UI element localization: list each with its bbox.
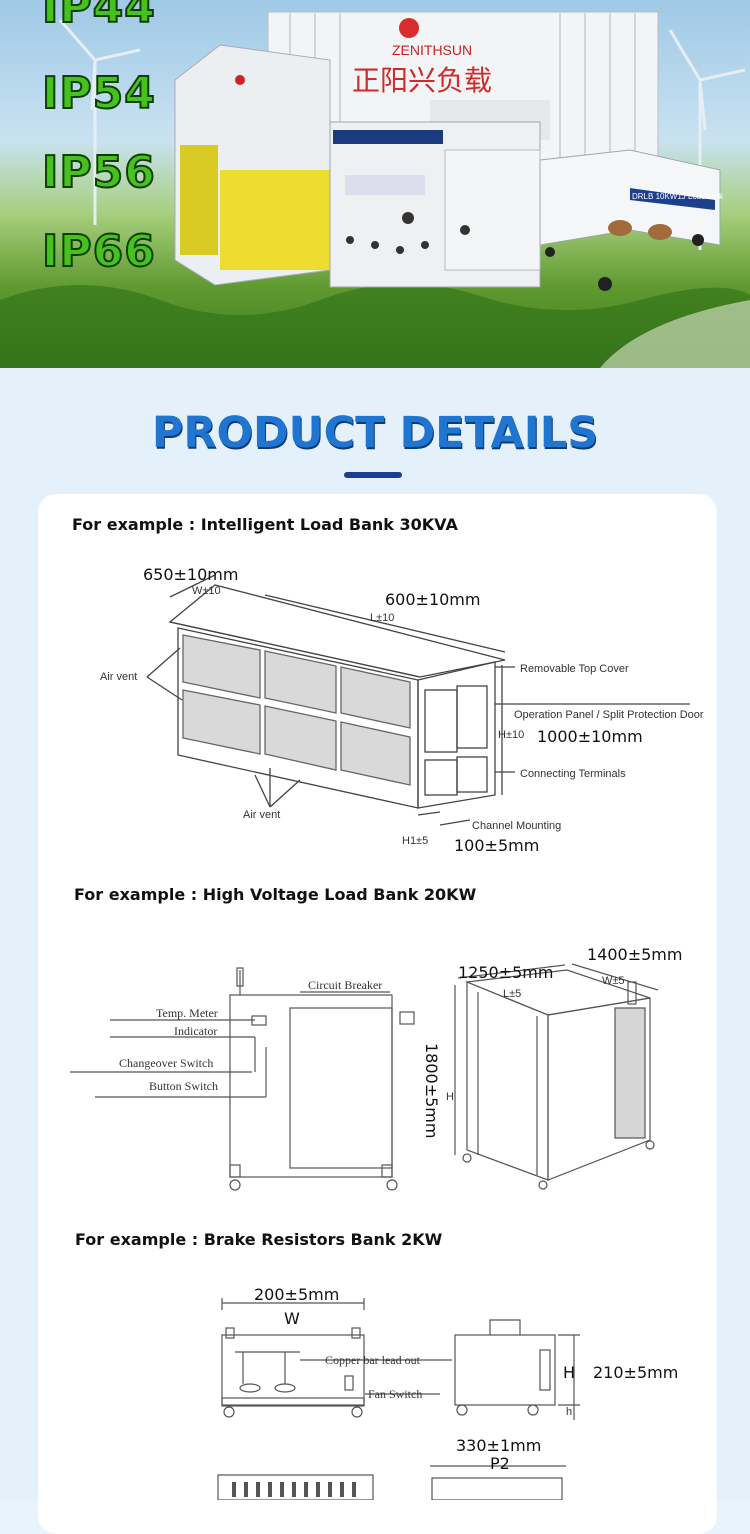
wind-turbine-icon (58, 19, 746, 250)
example-3-caption: For example : Brake Resistors Bank 2KW (75, 1230, 443, 1249)
ex3-h-small: h (566, 1406, 572, 1418)
ex2-h-tol: H (446, 1091, 454, 1103)
hero-banner: ZENITHSUN 正阳兴负载 DRLB 10KW1J Loadbank (0, 0, 750, 368)
ex2-temp-meter: Temp. Meter (156, 1006, 218, 1020)
loadbank-unit: DRLB 10KW1J Loadbank (539, 149, 724, 291)
ex2-indicator: Indicator (174, 1024, 217, 1038)
ex3-h-tol: H (563, 1363, 575, 1382)
ex1-terminals: Connecting Terminals (520, 768, 626, 780)
ex3-fan: Fan Switch (368, 1387, 422, 1401)
ex3-copper: Copper bar lead out (325, 1353, 421, 1367)
brake-resistor-bank-drawing: 200±5mm W Copper bar lead out Fan Switch… (217, 1285, 678, 1500)
yellow-cabinet-unit (174, 44, 331, 286)
example-2-caption: For example : High Voltage Load Bank 20K… (74, 885, 477, 904)
example-1-caption: For example : Intelligent Load Bank 30KV… (72, 515, 458, 534)
ex2-changeover: Changeover Switch (119, 1056, 213, 1070)
brand-cn: 正阳兴负载 (352, 65, 492, 96)
ex1-operation-panel: Operation Panel / Split Protection Door (514, 709, 704, 721)
ip-rating-1: IP44 (41, 0, 156, 33)
section-title: PRODUCT DETAILS (151, 408, 599, 458)
ex2-w-dim: 1400±5mm (587, 945, 682, 964)
ex2-w-tol: W±5 (602, 975, 625, 987)
ex1-l-dim: 600±10mm (385, 590, 480, 609)
ex3-h-dim: 210±5mm (593, 1363, 678, 1382)
ex1-h1-dim: 100±5mm (454, 836, 539, 855)
ex1-l-tol: L±10 (370, 612, 394, 624)
ex3-w-tol: W (284, 1309, 300, 1328)
ex3-p2-tol: P2 (490, 1454, 510, 1473)
load-bank-30kva-drawing: 650±10mm W±10 600±10mm L±10 H±10 1000±10… (100, 565, 704, 855)
brand-en: ZENITHSUN (392, 42, 472, 58)
ex1-top-cover: Removable Top Cover (520, 663, 629, 675)
ex1-h-tol: H±10 (498, 729, 524, 741)
title-underline (344, 472, 402, 478)
ex1-h-dim: 1000±10mm (537, 727, 643, 746)
ip-rating-3: IP56 (41, 147, 156, 198)
hero-illustration: ZENITHSUN 正阳兴负载 DRLB 10KW1J Loadbank (0, 11, 750, 368)
ex1-channel: Channel Mounting (472, 820, 561, 832)
ex2-button-switch: Button Switch (149, 1079, 218, 1093)
hv-load-bank-20kw-drawing: Circuit Breaker Temp. Meter Indicator Ch… (70, 945, 682, 1191)
ex2-h-dim: 1800±5mm (422, 1043, 441, 1138)
ex3-p2-dim: 330±1mm (456, 1436, 541, 1455)
ex1-w-dim: 650±10mm (143, 565, 238, 584)
ex1-h1-tol: H1±5 (402, 835, 428, 847)
ex3-w-dim: 200±5mm (254, 1285, 339, 1304)
ip-rating-2: IP54 (41, 68, 156, 119)
ex2-l-dim: 1250±5mm (458, 963, 553, 982)
ip-rating-4: IP66 (41, 226, 156, 277)
ex1-air-vent-bottom: Air vent (243, 809, 280, 821)
ex1-w-tol: W±10 (192, 585, 221, 597)
control-cabinet-unit (329, 121, 541, 288)
ex1-air-vent-left: Air vent (100, 671, 137, 683)
ex2-l-tol: L±5 (503, 988, 521, 1000)
unit-label: DRLB 10KW1J Loadbank (632, 192, 724, 201)
ex2-circuit-breaker: Circuit Breaker (308, 978, 382, 992)
